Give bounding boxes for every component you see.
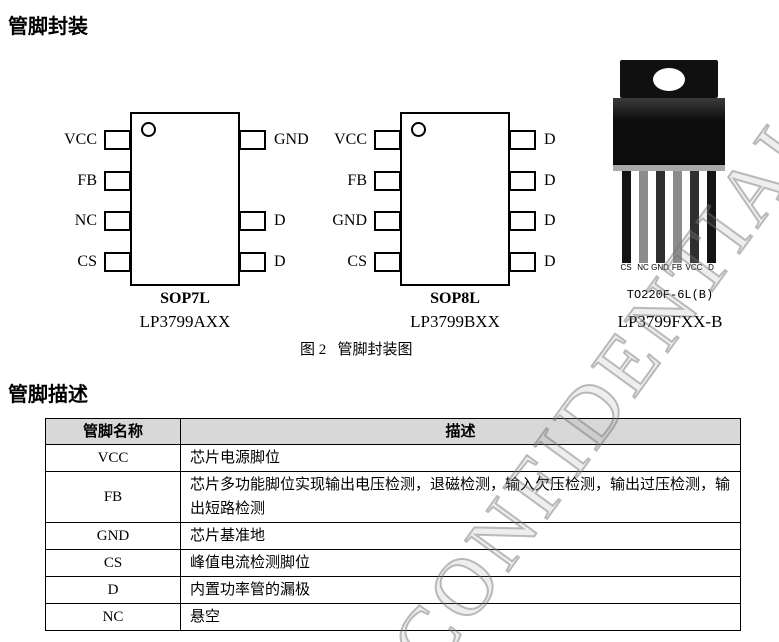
pin-label: D [544,172,556,189]
pin-name-cell: NC [45,603,181,631]
sop8l-pin-d2 [509,171,536,191]
sop8l-body [400,112,510,286]
sop8l-pin-fb [374,171,401,191]
pin-label: VCC [64,131,97,148]
pin-label: GND [332,212,367,229]
pin-label: VCC [334,131,367,148]
pin-name-cell: VCC [45,444,181,472]
package-name: SOP7L [160,290,210,307]
section-title-pin-description: 管脚描述 [8,384,88,406]
pin-desc-cell: 内置功率管的漏极 [180,576,741,604]
to220-leg-cs [622,171,631,263]
section-title-pin-package: 管脚封装 [8,16,88,38]
pin1-marker-icon [141,122,156,137]
package-part-number: LP3799BXX [410,312,500,331]
sop8l-pin-vcc [374,130,401,150]
package-name: SOP8L [430,290,480,307]
pin-label: CS [77,253,97,270]
column-header-pin-name: 管脚名称 [45,418,181,445]
pin-label: CS [620,263,632,272]
sop8l-pin-gnd [374,211,401,231]
pin-label: VCC [685,263,703,272]
table-row: CS 峰值电流检测脚位 [45,549,741,577]
pin-label: D [544,212,556,229]
pin-label: GND [651,263,669,272]
pin-desc-cell: 峰值电流检测脚位 [180,549,741,577]
to220-leg-gnd [656,171,665,263]
sop7l-pin-d2 [239,252,266,272]
pin-label: GND [274,131,309,148]
pin-label: FB [77,172,97,189]
sop8l-pin-d4 [509,252,536,272]
table-row: NC 悬空 [45,603,741,631]
sop8l-pin-d1 [509,130,536,150]
pin-label: D [544,253,556,270]
table-row: VCC 芯片电源脚位 [45,444,741,472]
to220-leg-vcc [690,171,699,263]
pin-name-cell: GND [45,522,181,550]
pin-label: FB [671,263,683,272]
pin-label: NC [637,263,649,272]
sop7l-pin-vcc [104,130,131,150]
pin-description-table: 管脚名称 描述 VCC 芯片电源脚位 FB 芯片多功能脚位实现输出电压检测，退磁… [45,418,741,631]
table-header-row: 管脚名称 描述 [45,418,741,445]
package-part-number: LP3799FXX-B [617,312,723,331]
pin-label: CS [347,253,367,270]
pin-desc-cell: 芯片多功能脚位实现输出电压检测，退磁检测，输入欠压检测，输出过压检测，输出短路检… [180,471,741,523]
table-row: FB 芯片多功能脚位实现输出电压检测，退磁检测，输入欠压检测，输出过压检测，输出… [45,471,741,523]
pin-label: NC [74,212,97,229]
package-name: TO220F-6L(B) [626,288,714,302]
to220-leg-d [707,171,716,263]
sop7l-pin-cs [104,252,131,272]
package-part-number: LP3799AXX [139,312,231,331]
pin-name-cell: CS [45,549,181,577]
to220-seating-plane [613,164,725,171]
pin1-marker-icon [411,122,426,137]
pin-desc-cell: 悬空 [180,603,741,631]
pin-desc-cell: 芯片电源脚位 [180,444,741,472]
column-header-description: 描述 [180,418,741,445]
sop7l-pin-d1 [239,211,266,231]
to220-leg-nc [639,171,648,263]
package-to220: CS NC GND FB VCC D TO220F-6L(B) LP3799FX… [600,58,740,338]
sop7l-pin-nc [104,211,131,231]
to220-mounting-tab [620,60,718,98]
pin-name-cell: D [45,576,181,604]
pin-label: D [544,131,556,148]
pin-label: D [274,253,286,270]
table-row: D 内置功率管的漏极 [45,576,741,604]
sop7l-pin-gnd [239,130,266,150]
pin-name-cell: FB [45,471,181,523]
sop8l-pin-cs [374,252,401,272]
sop8l-pin-d3 [509,211,536,231]
pin-label: D [274,212,286,229]
pin-label: D [708,263,714,272]
to220-body [613,98,725,164]
sop7l-body [130,112,240,286]
to220-leg-fb [673,171,682,263]
pin-label: FB [347,172,367,189]
figure-caption: 图 2 管脚封装图 [300,342,413,358]
sop7l-pin-fb [104,171,131,191]
to220-mounting-hole-icon [653,68,685,91]
pin-desc-cell: 芯片基准地 [180,522,741,550]
table-row: GND 芯片基准地 [45,522,741,550]
